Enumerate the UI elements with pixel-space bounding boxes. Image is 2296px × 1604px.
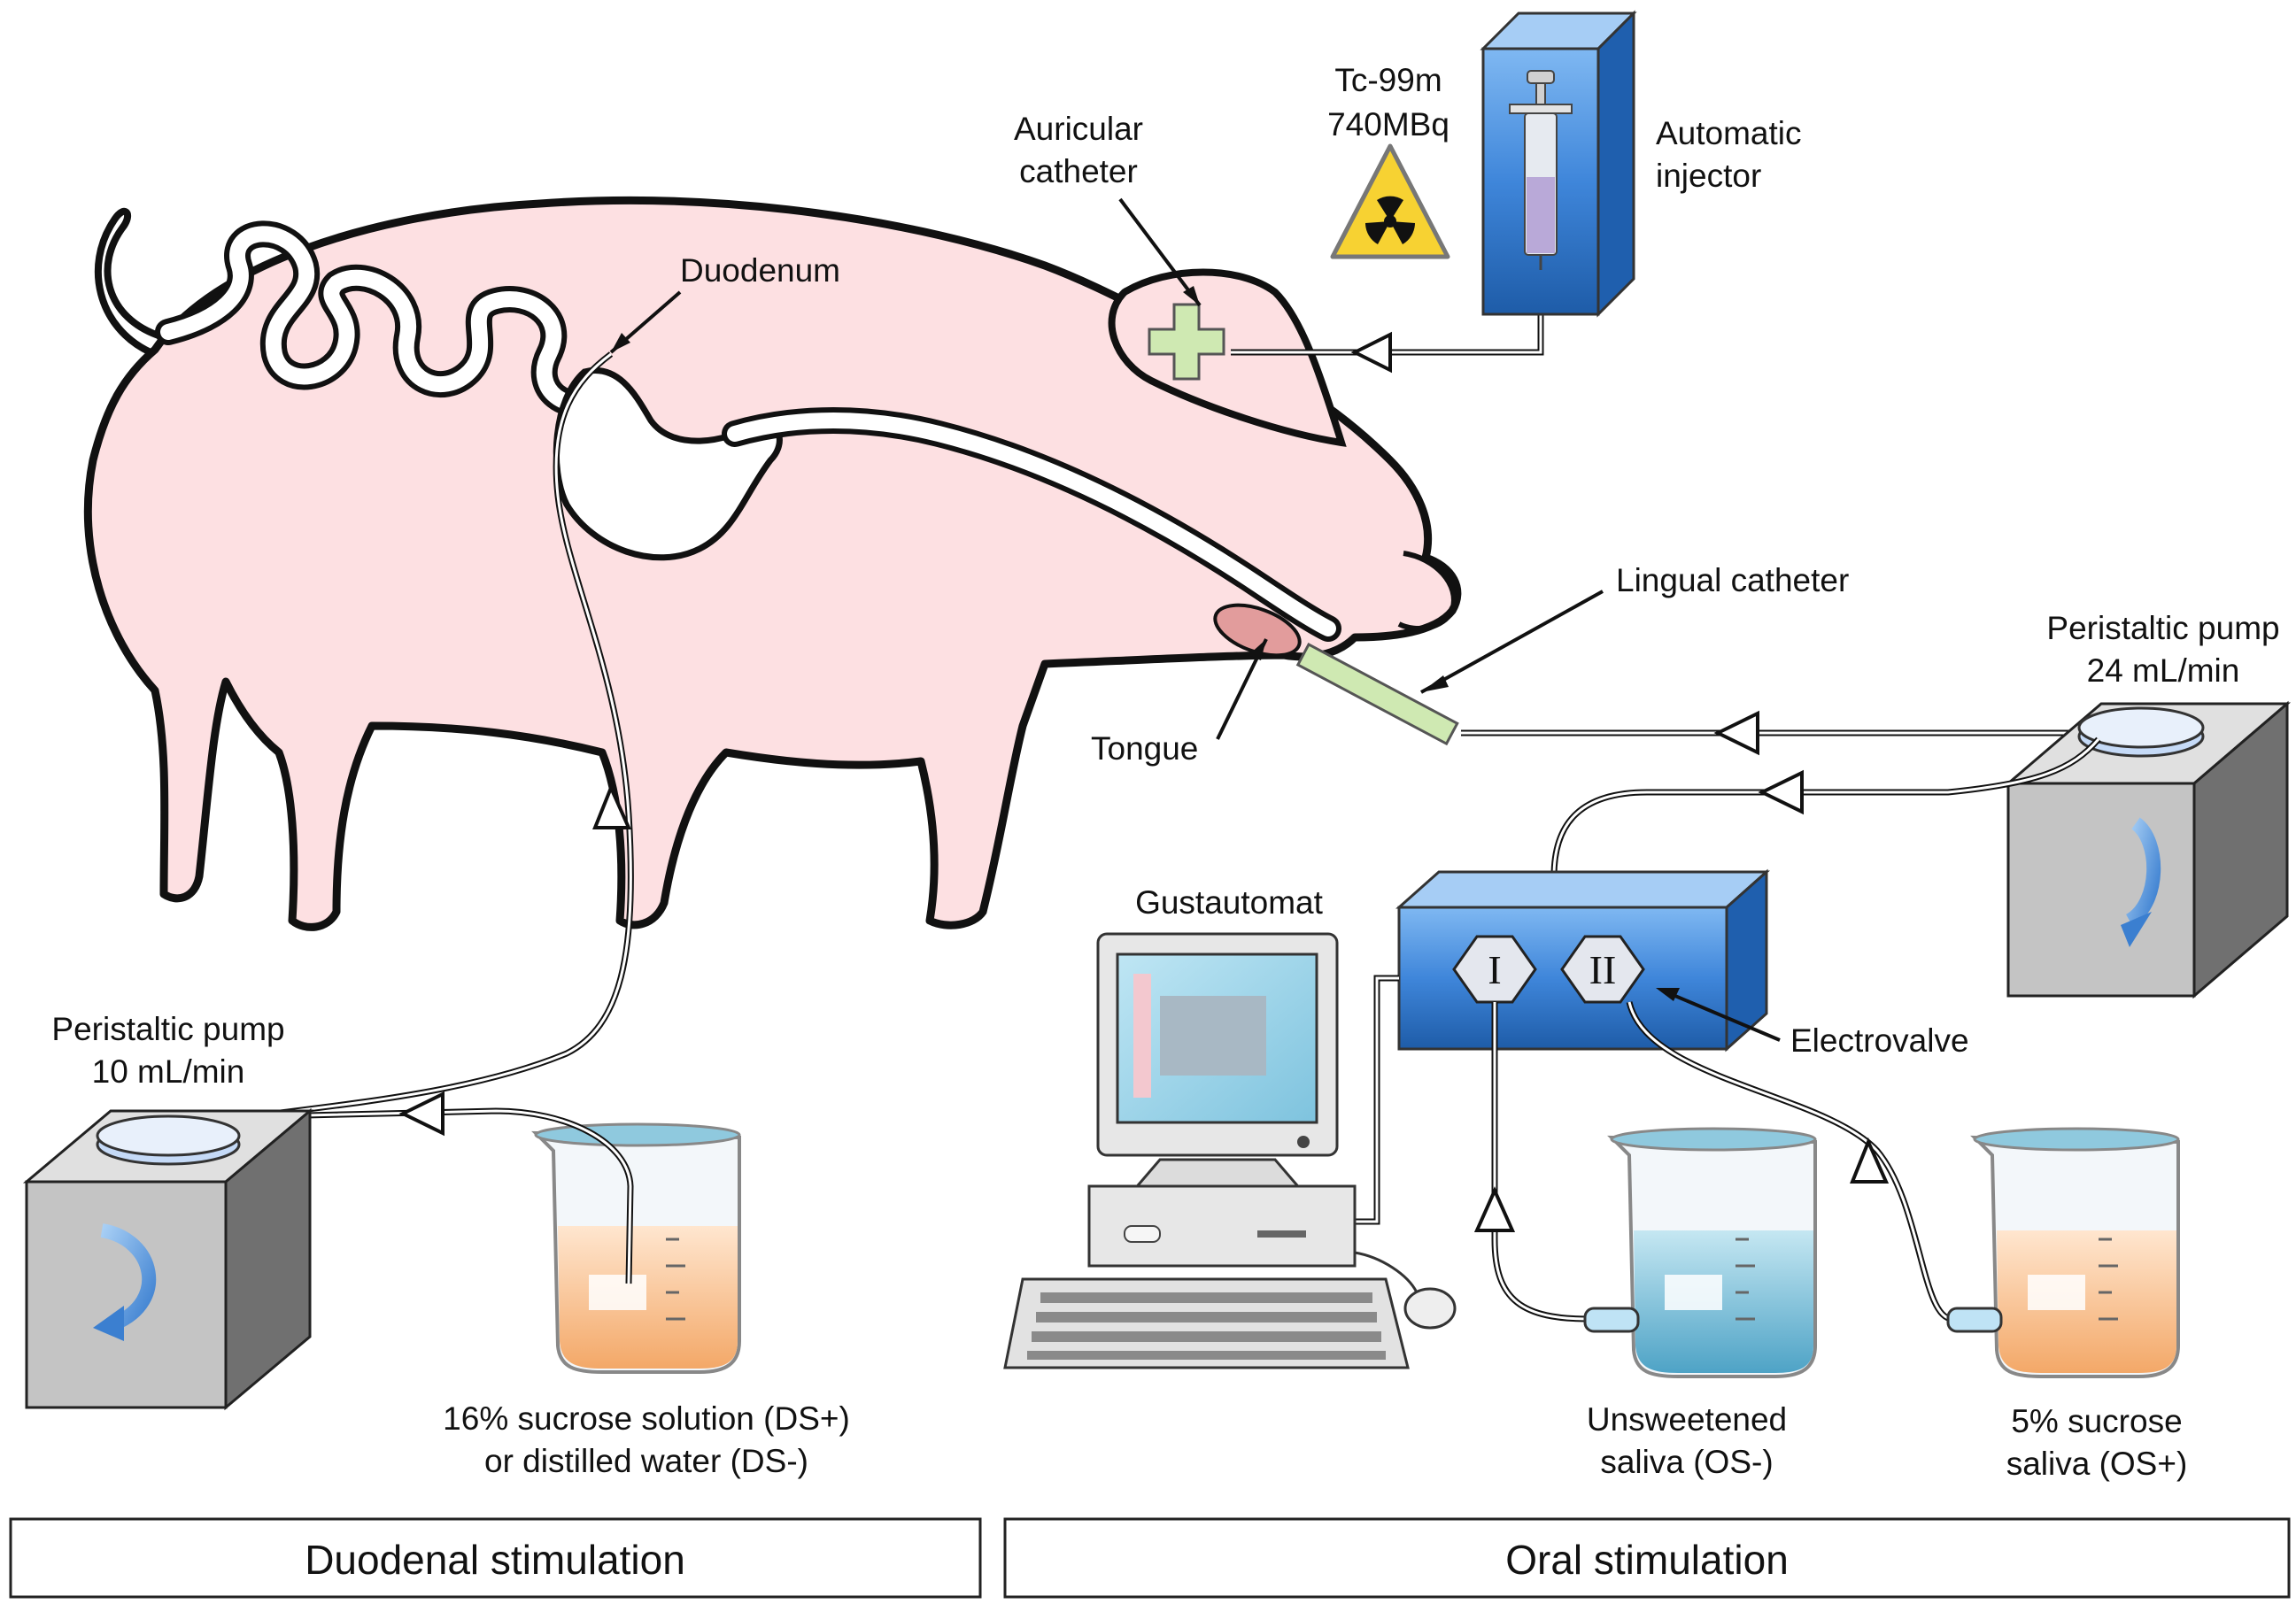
label-pump-oral-2: 24 mL/min xyxy=(2087,652,2240,689)
label-pump-duodenal-2: 10 mL/min xyxy=(92,1053,245,1090)
auricular-pointer xyxy=(1118,197,1202,307)
label-duodenal-solution-2: or distilled water (DS-) xyxy=(484,1443,808,1479)
flow-arrow-valve1 xyxy=(1473,1186,1516,1232)
label-isotope-2: 740MBq xyxy=(1327,106,1449,143)
section-oral-label: Oral stimulation xyxy=(1505,1537,1789,1583)
label-valve-1: I xyxy=(1488,947,1501,992)
label-unsweetened-saliva-2: saliva (OS-) xyxy=(1600,1444,1773,1480)
label-duodenum: Duodenum xyxy=(680,252,840,289)
flow-arrow-duodenal-up xyxy=(592,783,632,829)
flow-arrow-oral-pump xyxy=(1758,769,1804,815)
beaker-sucrose-saliva xyxy=(1946,1127,2180,1378)
section-duodenal: Duodenal stimulation xyxy=(9,1517,982,1599)
label-automatic-injector-1: Automatic xyxy=(1656,115,1802,151)
label-tongue: Tongue xyxy=(1091,730,1198,767)
label-valve-2: II xyxy=(1589,947,1617,992)
section-duodenal-label: Duodenal stimulation xyxy=(305,1537,685,1583)
label-auricular-catheter-2: catheter xyxy=(1019,153,1138,189)
pig-ear xyxy=(1108,268,1347,447)
label-pump-oral-1: Peristaltic pump xyxy=(2046,610,2279,646)
label-gustautomat: Gustautomat xyxy=(1135,884,1324,921)
beaker-unsweetened-saliva xyxy=(1583,1127,1817,1378)
beaker-duodenal-solution xyxy=(531,1122,741,1374)
label-duodenal-solution-1: 16% sucrose solution (DS+) xyxy=(443,1400,850,1437)
pump-oral xyxy=(2004,700,2292,999)
flow-arrow-injector xyxy=(1350,331,1392,374)
label-sucrose-saliva-1: 5% sucrose xyxy=(2011,1403,2182,1439)
auricular-catheter xyxy=(1148,303,1225,381)
gustautomat-computer xyxy=(1003,932,1457,1369)
pig-snout xyxy=(1397,551,1457,631)
label-electrovalve: Electrovalve xyxy=(1790,1022,1969,1059)
stomach xyxy=(553,366,783,561)
pump-duodenal xyxy=(22,1107,314,1411)
section-oral: Oral stimulation xyxy=(1003,1517,2291,1599)
flow-arrow-lingual xyxy=(1713,710,1759,756)
automatic-injector xyxy=(1480,10,1637,318)
label-pump-duodenal-1: Peristaltic pump xyxy=(51,1011,284,1047)
label-sucrose-saliva-2: saliva (OS+) xyxy=(2006,1446,2188,1482)
lingual-line xyxy=(1461,713,2104,736)
valve-1 xyxy=(1452,935,1537,1004)
label-lingual-catheter: Lingual catheter xyxy=(1616,562,1849,598)
lingual-catheter xyxy=(1295,642,1459,746)
label-automatic-injector-2: injector xyxy=(1656,158,1761,194)
lingual-pointer xyxy=(1420,590,1604,694)
radiation-sign xyxy=(1330,143,1450,259)
label-unsweetened-saliva-1: Unsweetened xyxy=(1587,1401,1787,1438)
tongue xyxy=(1213,603,1302,658)
label-auricular-catheter-1: Auricular xyxy=(1014,111,1143,147)
pig-tail xyxy=(94,207,163,356)
flow-arrow-duodenal-intake xyxy=(398,1091,445,1137)
electrovalve-pointer xyxy=(1664,990,1781,1042)
valve-2 xyxy=(1560,935,1645,1004)
electrovalve-box xyxy=(1395,868,1770,1053)
label-isotope-1: Tc-99m xyxy=(1334,62,1442,98)
flow-arrow-valve2 xyxy=(1850,1137,1890,1184)
